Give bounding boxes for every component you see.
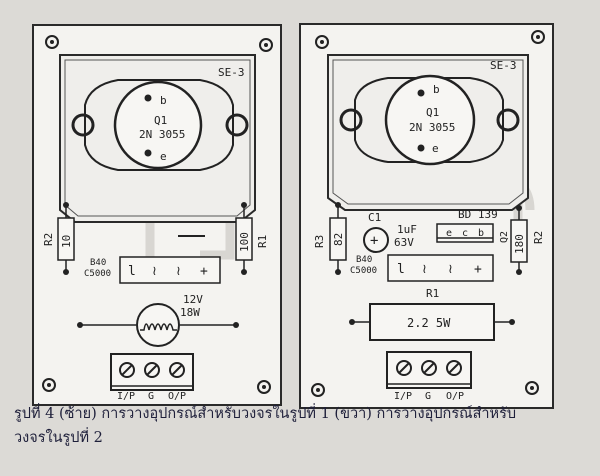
rectifier-pin: ≀	[152, 264, 157, 279]
transistor-can	[384, 74, 476, 166]
mounting-hole	[339, 108, 363, 132]
terminal-label: G	[425, 391, 431, 402]
rectifier-pin: ≀	[448, 262, 453, 277]
figure-caption: รูปที่ 4 (ซ้าย) การวางอุปกรณ์สำหรับวงจรใ…	[14, 402, 594, 450]
power-resistor-r1	[349, 303, 515, 341]
pin-b-label: b	[433, 83, 440, 96]
resistor-r1: 100 R1	[235, 202, 269, 275]
resistor-ref: R1	[256, 235, 269, 248]
resistor-value: 100	[238, 232, 251, 252]
transistor2-pin: e	[446, 228, 452, 239]
terminal-label: O/P	[446, 391, 464, 402]
rectifier-part: C5000	[84, 269, 111, 279]
rectifier-part: B40	[90, 258, 106, 268]
resistor-ref: R2	[42, 233, 55, 246]
left-board: SE-3 b Q1 2N 3055 e 10 R2 100 R1 B40 C50	[32, 24, 282, 406]
terminal-label: O/P	[168, 391, 186, 402]
lamp-power: 18W	[180, 306, 200, 319]
resistor-value: 10	[60, 235, 73, 248]
pin-e-label: e	[432, 142, 439, 155]
terminal-screw	[446, 360, 462, 376]
terminal-block	[386, 351, 472, 389]
capacitor-c1	[363, 227, 389, 253]
terminal-label: G	[148, 391, 154, 402]
mounting-hole	[315, 35, 329, 49]
transistor-name: Q1	[154, 114, 167, 127]
terminal-block	[110, 353, 194, 391]
mounting-hole	[496, 108, 520, 132]
base-pin	[144, 94, 152, 102]
transistor-part: 2N 3055	[409, 121, 455, 134]
transistor2-part: BD 139	[458, 208, 498, 221]
resistor-value: 82	[332, 233, 345, 246]
transistor2-pin: b	[478, 228, 484, 239]
terminal-screw	[169, 362, 185, 378]
rectifier-pin: +	[200, 264, 208, 279]
lamp	[77, 303, 239, 347]
transistor-part: 2N 3055	[139, 128, 185, 141]
lamp-voltage: 12V	[183, 293, 203, 306]
terminal-label: I/P	[117, 391, 135, 402]
resistor-r3: 82 R3	[313, 202, 347, 275]
bridge-rectifier	[119, 256, 221, 284]
transistor2-ref: Q2	[499, 231, 510, 243]
power-resistor-value: 2.2 5W	[407, 316, 451, 330]
resistor-value: 180	[513, 234, 526, 254]
mounting-hole	[259, 38, 273, 52]
rectifier-pin: l	[397, 262, 405, 277]
rectifier-part: B40	[356, 255, 372, 265]
corner-mark: SE-3	[490, 59, 517, 72]
mounting-hole	[42, 378, 56, 392]
capacitor-polarity: +	[370, 233, 378, 249]
resistor-r2: 180 R2	[510, 205, 545, 275]
capacitor-voltage: 63V	[394, 236, 414, 249]
terminal-screw	[396, 360, 412, 376]
transistor-body	[84, 79, 234, 171]
corner-mark: SE-3	[218, 66, 245, 79]
base-pin	[417, 89, 425, 97]
terminal-screw	[119, 362, 135, 378]
resistor-r2: 10 R2	[42, 202, 75, 275]
resistor-ref: R3	[313, 235, 326, 248]
transistor-name: Q1	[426, 106, 439, 119]
mounting-hole	[71, 113, 95, 137]
rectifier-pin: ≀	[422, 262, 427, 277]
pin-b-label: b	[160, 94, 167, 107]
capacitor-value: 1uF	[397, 223, 417, 236]
terminal-screw	[144, 362, 160, 378]
bridge-rectifier	[387, 254, 494, 282]
caption-line: รูปที่ 4 (ซ้าย) การวางอุปกรณ์สำหรับวงจรใ…	[14, 406, 517, 422]
rectifier-pin: +	[474, 262, 482, 277]
power-resistor-ref: R1	[426, 287, 439, 300]
mounting-hole	[45, 35, 59, 49]
rectifier-pin: l	[128, 264, 136, 279]
terminal-screw	[421, 360, 437, 376]
pin-e-label: e	[160, 150, 167, 163]
heatsink-fins	[332, 59, 524, 205]
emitter-pin	[144, 149, 152, 157]
mounting-hole	[257, 380, 271, 394]
right-board: SE-3 b Q1 2N 3055 e 82 R3 C1 + 1uF 63V B…	[299, 23, 554, 409]
terminal-label: I/P	[394, 391, 412, 402]
resistor-ref: R2	[532, 231, 545, 244]
mounting-hole	[225, 113, 249, 137]
rectifier-pin: ≀	[176, 264, 181, 279]
capacitor-ref: C1	[368, 211, 381, 224]
caption-line: วงจรในรูปที่ 2	[14, 430, 103, 446]
rectifier-part: C5000	[350, 266, 377, 276]
mounting-hole	[525, 381, 539, 395]
mounting-hole	[311, 383, 325, 397]
emitter-pin	[417, 144, 425, 152]
transistor2-pin: c	[462, 228, 468, 239]
transistor-body	[354, 77, 504, 163]
transistor-can	[113, 80, 203, 170]
mounting-hole	[531, 30, 545, 44]
